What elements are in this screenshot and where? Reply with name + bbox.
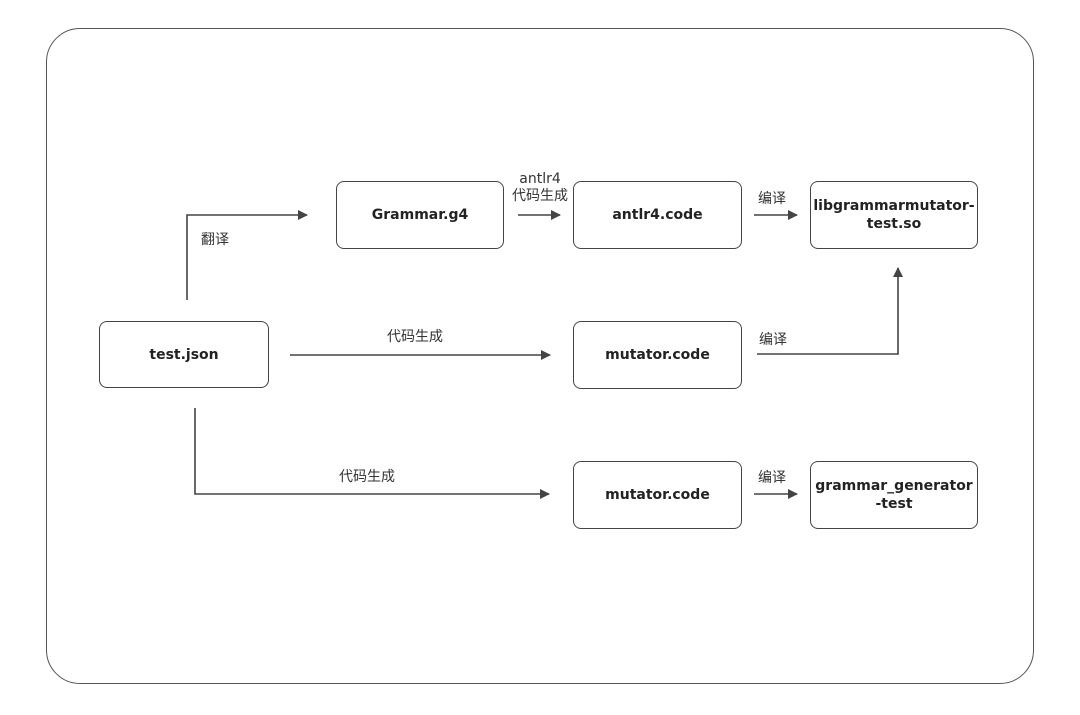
node-grammar-gen-label-line1: grammar_generator (815, 478, 973, 494)
edge-label-antlr4-codegen: antlr4 代码生成 (500, 171, 580, 205)
node-grammar-g4-label: Grammar.g4 (371, 207, 469, 223)
node-mutator-code-1: mutator.code (573, 321, 742, 389)
edge-label-compile-3: 编译 (758, 470, 786, 486)
edge-label-compile-1: 编译 (758, 191, 786, 207)
node-grammar-g4: Grammar.g4 (336, 181, 504, 249)
edge-label-codegen-2: 代码生成 (339, 469, 395, 485)
edge-label-translate: 翻译 (201, 232, 229, 248)
diagram-frame (46, 28, 1034, 684)
edge-json-to-mutator-2 (194, 408, 550, 499)
node-mutator-code-2-label: mutator.code (605, 487, 710, 503)
node-libso-label-line1: libgrammarmutator- (813, 198, 975, 214)
edge-json-to-grammar (186, 210, 308, 300)
node-grammar-generator-test: grammar_generator -test (810, 461, 978, 529)
edge-label-compile-2: 编译 (759, 332, 787, 348)
node-test-json-label: test.json (149, 346, 219, 363)
node-antlr4-code-label: antlr4.code (612, 207, 703, 223)
edge-mutator-to-libso (757, 267, 903, 355)
node-antlr4-code: antlr4.code (573, 181, 742, 249)
node-mutator-code-1-label: mutator.code (605, 347, 710, 363)
edge-label-antlr4-codegen-text: 代码生成 (512, 188, 568, 204)
node-grammar-gen-label-line2: -test (875, 496, 913, 512)
edge-label-codegen-1: 代码生成 (387, 329, 443, 345)
node-test-json: test.json (99, 321, 269, 388)
edge-label-antlr4: antlr4 (519, 171, 561, 187)
node-libgrammarmutator-test-so: libgrammarmutator- test.so (810, 181, 978, 249)
node-libso-label-line2: test.so (866, 216, 922, 232)
node-mutator-code-2: mutator.code (573, 461, 742, 529)
